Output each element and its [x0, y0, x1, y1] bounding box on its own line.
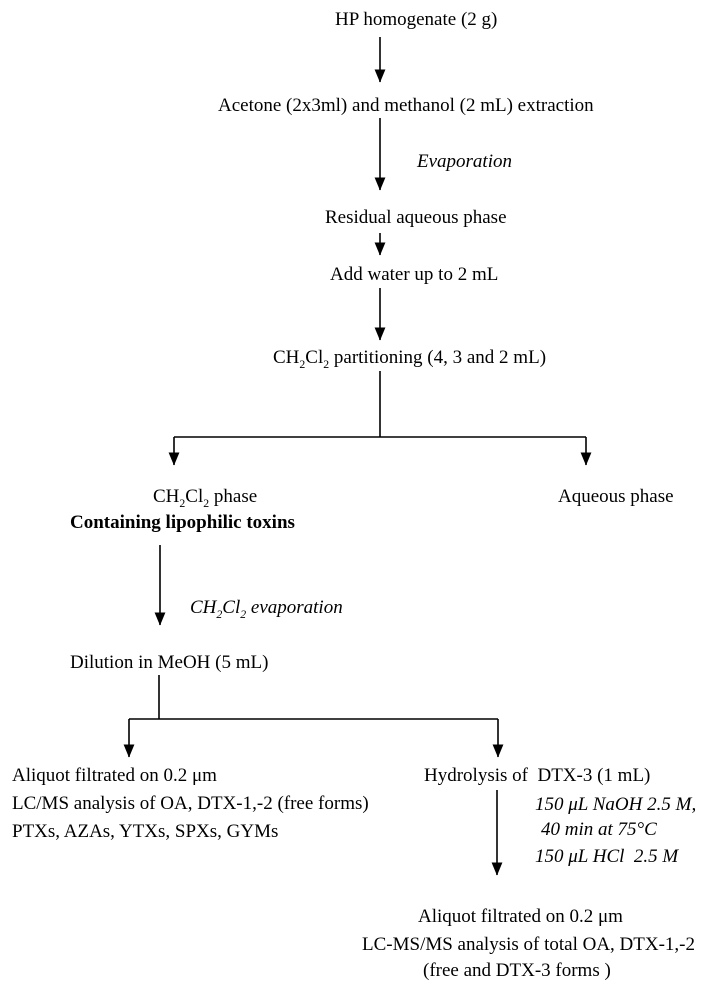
label-hydrolysis-hcl: 150 μL HCl 2.5 M	[535, 846, 679, 867]
label-ch2cl2-evaporation: CH2Cl2 evaporation	[190, 597, 343, 621]
node-add-water: Add water up to 2 mL	[330, 264, 499, 285]
node-total-forms: (free and DTX-3 forms )	[423, 960, 611, 981]
node-ch2cl2-phase: CH2Cl2 phase	[153, 486, 258, 510]
node-free-forms-toxin-list: PTXs, AZAs, YTXs, SPXs, GYMs	[12, 821, 279, 842]
label-evaporation: Evaporation	[417, 151, 512, 172]
node-hydrolysis-title: Hydrolysis of DTX-3 (1 mL)	[424, 765, 651, 786]
node-containing-lipophilic-toxins: Containing lipophilic toxins	[70, 512, 295, 533]
node-total-aliquot: Aliquot filtrated on 0.2 μm	[418, 906, 623, 927]
node-acetone-extraction: Acetone (2x3ml) and methanol (2 mL) extr…	[218, 95, 594, 116]
node-free-forms-aliquot: Aliquot filtrated on 0.2 μm	[12, 765, 217, 786]
node-aqueous-phase: Aqueous phase	[558, 486, 674, 507]
node-total-lcmsms: LC-MS/MS analysis of total OA, DTX-1,-2	[362, 934, 696, 955]
node-hp-homogenate: HP homogenate (2 g)	[335, 9, 498, 30]
node-residual-aqueous-phase: Residual aqueous phase	[325, 207, 507, 228]
node-dilution-meoh: Dilution in MeOH (5 mL)	[70, 652, 269, 673]
node-ch2cl2-partitioning: CH2Cl2 partitioning (4, 3 and 2 mL)	[273, 347, 547, 371]
label-hydrolysis-naoh: 150 μL NaOH 2.5 M,	[535, 794, 697, 815]
label-hydrolysis-time-temp: 40 min at 75°C	[541, 819, 657, 840]
node-free-forms-lcms: LC/MS analysis of OA, DTX-1,-2 (free for…	[12, 793, 369, 814]
